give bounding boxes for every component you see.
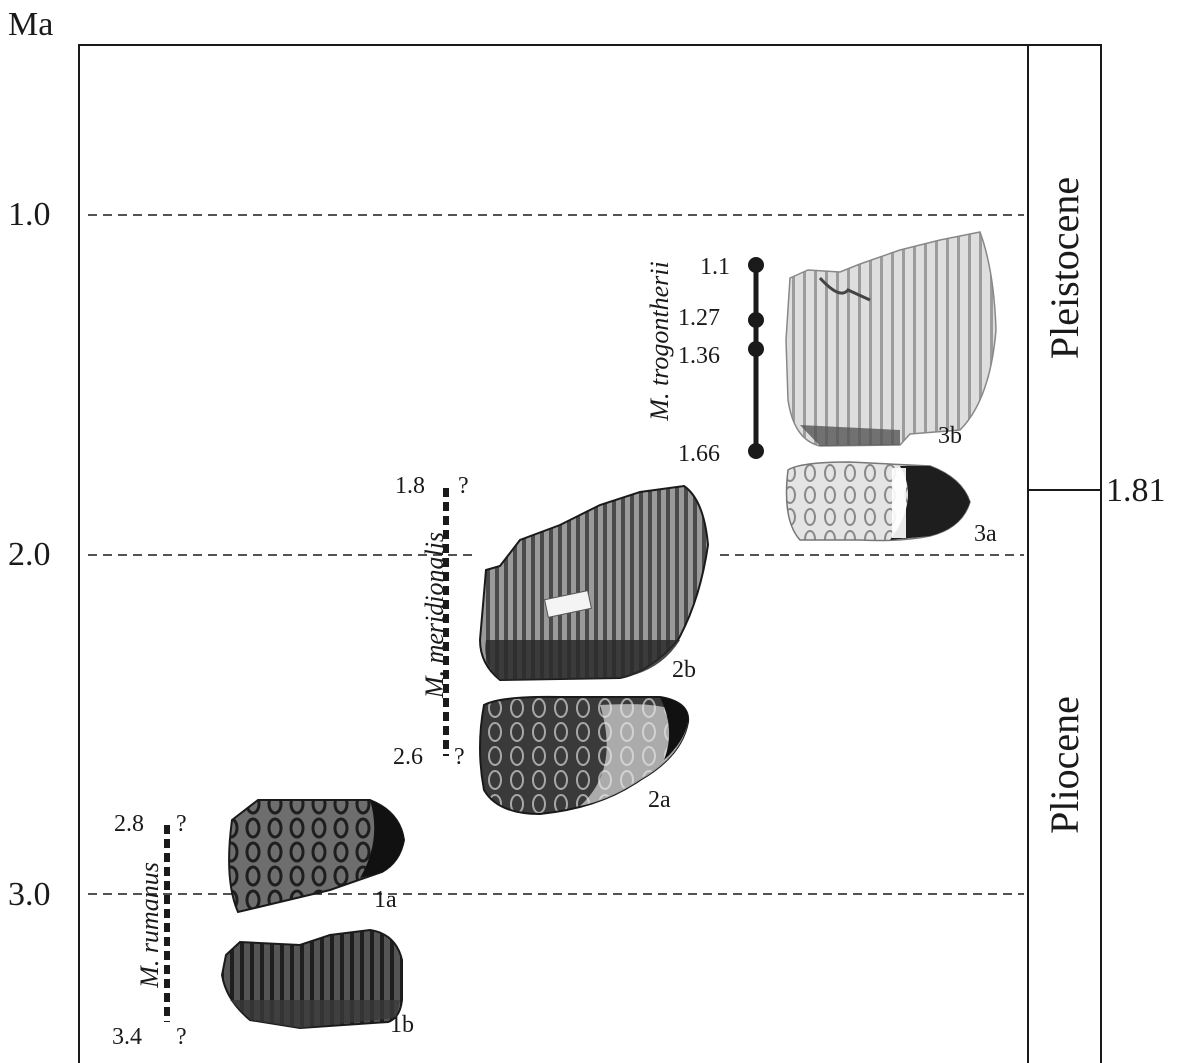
date-point-1.27	[748, 312, 764, 328]
tick-label-1.0: 1.0	[8, 198, 51, 232]
specimen-label-2a: 2a	[648, 788, 671, 812]
uncertain-mark-lower-rumanus: ?	[176, 1025, 187, 1049]
age-label-1.27: 1.27	[678, 306, 720, 330]
specimen-label-3b: 3b	[938, 424, 962, 448]
uncertain-mark-lower-meridionalis: ?	[454, 745, 465, 769]
specimen-label-3a: 3a	[974, 522, 997, 546]
taxon-label-trogontherii: M. trogontherii	[647, 241, 673, 441]
specimen-3b-image	[786, 232, 996, 446]
specimen-label-1b: 1b	[390, 1013, 414, 1037]
date-point-1.66	[748, 443, 764, 459]
date-point-1.1	[748, 257, 764, 273]
age-label-1.36: 1.36	[678, 344, 720, 368]
age-label-3.4: 3.4	[112, 1025, 142, 1049]
date-point-1.36	[748, 341, 764, 357]
epoch-label-pliocene: Pliocene	[1045, 645, 1085, 885]
taxon-label-rumanus: M. rumanus	[137, 815, 163, 1035]
age-label-1.8: 1.8	[395, 474, 425, 498]
age-label-2.6: 2.6	[393, 745, 423, 769]
tick-label-3.0: 3.0	[8, 878, 51, 912]
specimen-1b-image	[222, 930, 402, 1028]
specimen-2b-image	[480, 486, 708, 680]
uncertain-mark-upper-rumanus: ?	[176, 812, 187, 836]
tick-label-2.0: 2.0	[8, 538, 51, 572]
taxon-label-meridionalis: M. meridionalis	[422, 495, 448, 735]
specimen-label-1a: 1a	[374, 888, 397, 912]
epoch-boundary-age-label: 1.81	[1106, 474, 1166, 508]
axis-unit-label: Ma	[8, 8, 53, 42]
uncertain-mark-upper-meridionalis: ?	[458, 474, 469, 498]
age-label-1.1: 1.1	[700, 255, 730, 279]
specimen-3a-image	[787, 462, 971, 541]
age-label-2.8: 2.8	[114, 812, 144, 836]
age-label-1.66: 1.66	[678, 442, 720, 466]
specimen-label-2b: 2b	[672, 658, 696, 682]
epoch-label-pleistocene: Pleistocene	[1045, 148, 1085, 388]
